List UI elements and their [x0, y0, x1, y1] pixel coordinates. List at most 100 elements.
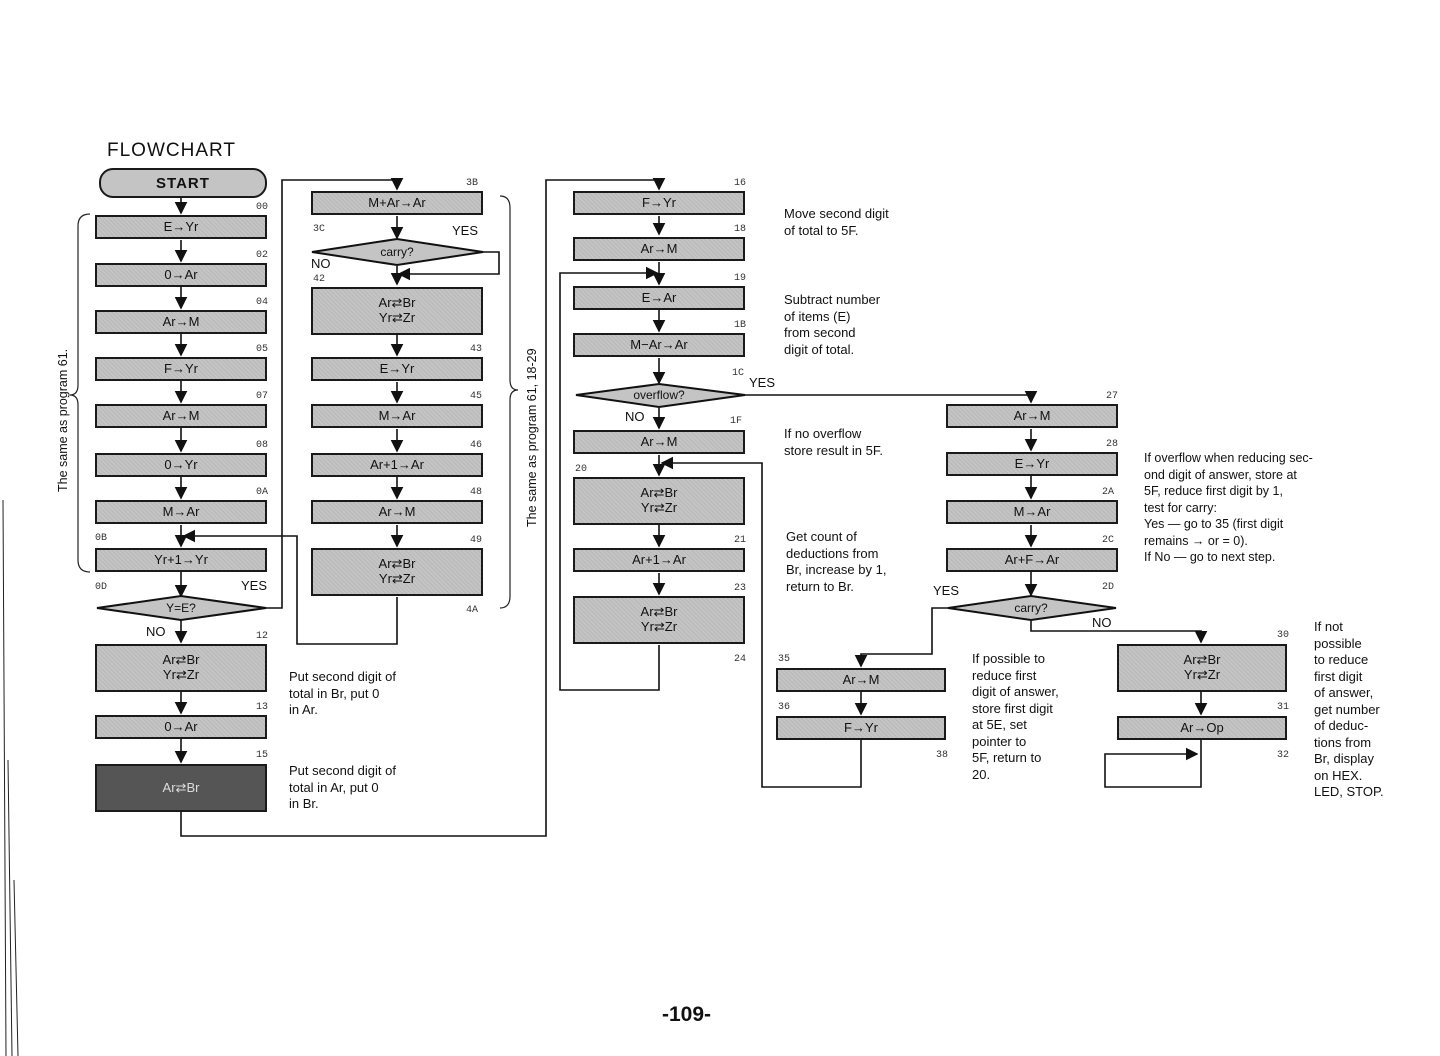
box-13: 0→Ar — [95, 715, 267, 739]
note-line: on HEX. — [1314, 767, 1363, 783]
addr-27: 27 — [1106, 391, 1119, 402]
box-19: E→Ar — [573, 286, 745, 310]
flowchart-title: FLOWCHART — [107, 140, 236, 161]
note-line: 5F, reduce first digit by 1, — [1144, 484, 1283, 498]
box-16: F→Yr — [573, 191, 745, 215]
carry-label: carry? — [380, 245, 414, 259]
addr-30: 30 — [1277, 630, 1290, 641]
box-12-line2: Yr⇄Zr — [162, 667, 200, 682]
note-line: possible — [1314, 635, 1362, 651]
addr-31: 31 — [1277, 702, 1290, 713]
addr-38: 38 — [936, 750, 949, 761]
note-if-overflow: If overflow when reducing sec- ond digit… — [1144, 450, 1313, 566]
note-line: pointer to — [972, 733, 1027, 749]
box-21: Ar+1→Ar — [573, 548, 745, 572]
note-line: Move second digit — [784, 206, 889, 221]
carry-2D-label: carry? — [1014, 601, 1048, 615]
addr-28: 28 — [1106, 439, 1119, 450]
addr-0B: 0B — [95, 533, 108, 544]
box-12-line1: Ar⇄Br — [162, 652, 200, 668]
note-line: of answer, — [1314, 685, 1374, 700]
addr-43: 43 — [470, 344, 483, 355]
box-42-line2: Yr⇄Zr — [378, 310, 416, 325]
addr-2A: 2A — [1102, 487, 1115, 498]
box-05: F→Yr — [95, 357, 267, 381]
note-line: 5F, return to — [972, 750, 1042, 765]
addr-18: 18 — [734, 224, 747, 235]
note-line: of deduc- — [1314, 718, 1369, 733]
box-18: Ar→M — [573, 237, 745, 261]
box-15-line1: Ar⇄Br — [162, 779, 200, 795]
box-42: Ar⇄Br Yr⇄Zr — [311, 287, 483, 335]
box-1B: M−Ar→Ar — [573, 333, 745, 357]
y-equals-e-no: NO — [146, 624, 166, 639]
addr-21: 21 — [734, 535, 747, 546]
box-28: E→Yr — [946, 452, 1118, 476]
addr-12: 12 — [256, 631, 269, 642]
note-if-possible: If possible to reduce first digit of ans… — [972, 651, 1059, 783]
box-30-line1: Ar⇄Br — [1183, 652, 1221, 668]
addr-46: 46 — [470, 440, 483, 451]
addr-08: 08 — [256, 440, 269, 451]
note-if-not-possible: If not possible to reduce first digit of… — [1314, 619, 1384, 801]
note-line: Put second digit of — [289, 763, 396, 778]
note-line: Br, increase by 1, — [786, 562, 887, 577]
note-line: of items (E) — [784, 308, 851, 324]
box-49-line1: Ar⇄Br — [378, 556, 416, 572]
addr-48: 48 — [470, 487, 483, 498]
note-line: get number — [1314, 701, 1380, 717]
note-line: Yes — go to 35 (first digit — [1144, 517, 1284, 531]
addr-02: 02 — [256, 250, 269, 261]
addr-07: 07 — [256, 391, 269, 402]
start-terminal: START — [99, 168, 267, 198]
addr-3B: 3B — [466, 178, 479, 189]
box-30-line2: Yr⇄Zr — [1183, 667, 1221, 682]
note-line: total in Ar, put 0 — [289, 779, 379, 795]
box-42-line1: Ar⇄Br — [378, 295, 416, 311]
note-line: If overflow when reducing sec- — [1144, 451, 1313, 465]
box-3B: M+Ar→Ar — [311, 191, 483, 215]
note-line: test for carry: — [1144, 500, 1217, 515]
note-line: at 5E, set — [972, 717, 1027, 732]
addr-16: 16 — [734, 178, 747, 189]
box-20-line1: Ar⇄Br — [640, 485, 678, 501]
carry-2D-no: NO — [1092, 615, 1112, 630]
addr-2C: 2C — [1102, 535, 1115, 546]
note-no-overflow: If no overflow store result in 5F. — [784, 426, 883, 459]
carry-no: NO — [311, 256, 331, 271]
note-line: digit of answer, — [972, 684, 1059, 699]
left-side-note: The same as program 61. — [56, 348, 70, 492]
note-line: Get count of — [786, 529, 857, 544]
box-15: Ar⇄Br — [95, 764, 267, 812]
note-line: If not — [1314, 619, 1343, 634]
box-23: Ar⇄Br Yr⇄Zr — [573, 596, 745, 644]
box-08: 0→Yr — [95, 453, 267, 477]
note-line: store first digit — [972, 700, 1053, 716]
addr-24: 24 — [734, 654, 747, 665]
box-0B: Yr+1→Yr — [95, 548, 267, 572]
box-35: Ar→M — [776, 668, 946, 692]
box-1F: Ar→M — [573, 430, 745, 454]
note-line: 20. — [972, 766, 991, 782]
note-line: If no overflow — [784, 426, 862, 441]
addr-23: 23 — [734, 583, 747, 594]
box-12: Ar⇄Br Yr⇄Zr — [95, 644, 267, 692]
overflow-label: overflow? — [633, 388, 685, 402]
y-equals-e-yes: YES — [241, 578, 268, 593]
box-46: Ar+1→Ar — [311, 453, 483, 477]
note-line: from second — [784, 325, 856, 340]
box-2A: M→Ar — [946, 500, 1118, 524]
note-line: If possible to — [972, 651, 1045, 666]
overflow-no: NO — [625, 409, 645, 424]
box-23-line2: Yr⇄Zr — [640, 619, 678, 634]
addr-05: 05 — [256, 344, 269, 355]
addr-3C: 3C — [313, 224, 326, 235]
note-line: remains → or = 0). — [1144, 533, 1248, 548]
box-49-line2: Yr⇄Zr — [378, 571, 416, 586]
note-line: in Br. — [289, 796, 319, 811]
note-put-second-digit-ar: Put second digit of total in Ar, put 0 i… — [289, 763, 396, 813]
box-20: Ar⇄Br Yr⇄Zr — [573, 477, 745, 525]
y-equals-e-label: Y=E? — [166, 601, 196, 615]
box-36: F→Yr — [776, 716, 946, 740]
